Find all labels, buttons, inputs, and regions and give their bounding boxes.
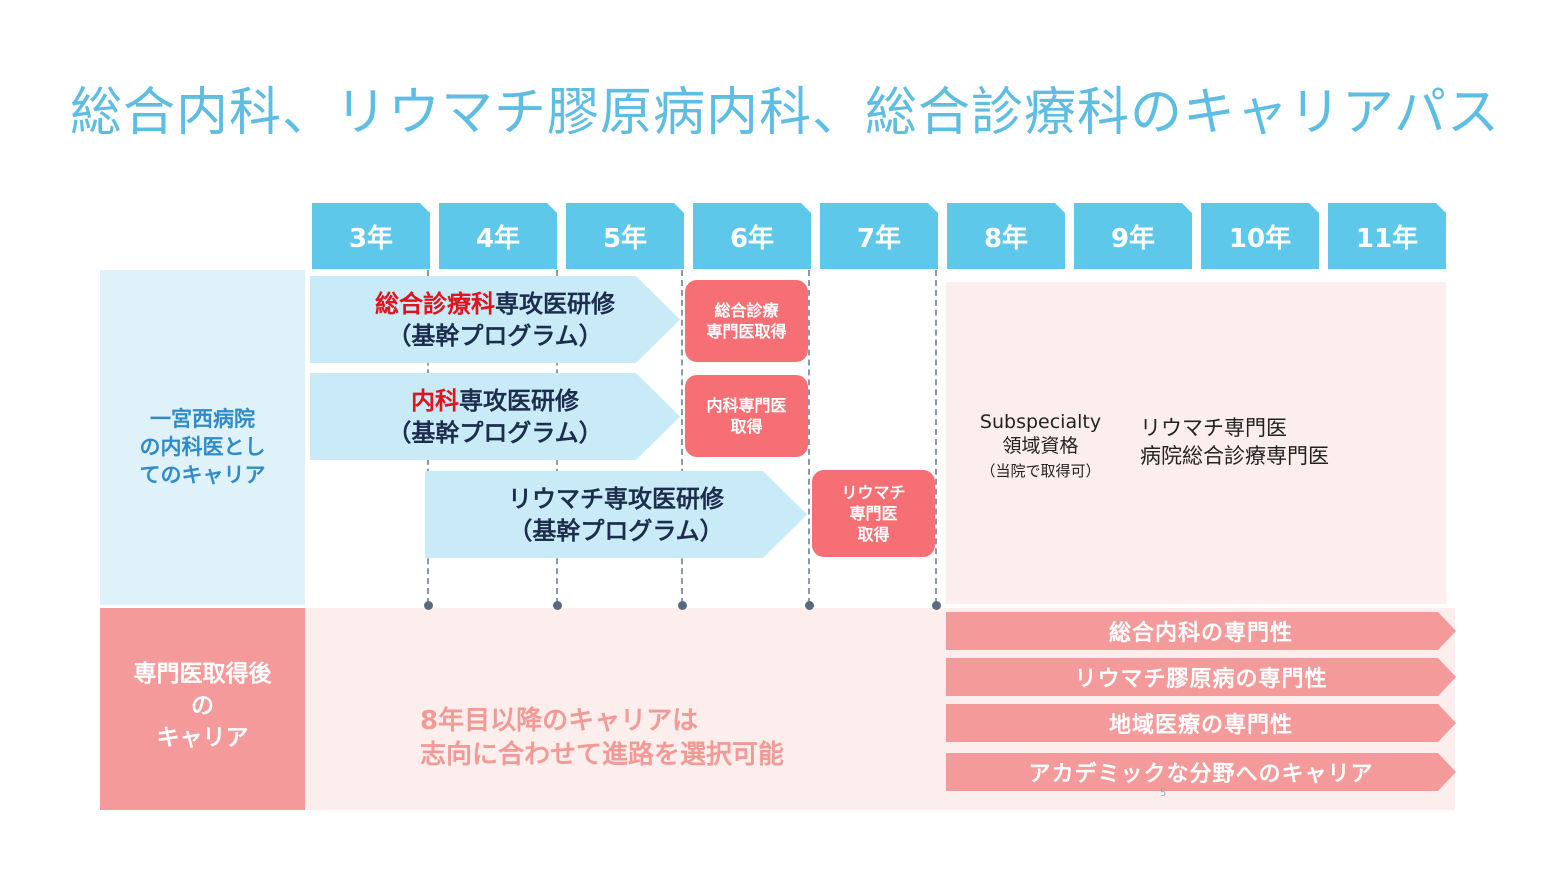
program-subtitle: （基幹プログラム） bbox=[387, 418, 603, 447]
year-header-3: 3年 bbox=[312, 203, 430, 269]
badge-line: 取得 bbox=[730, 417, 763, 436]
program-highlight: 内科 bbox=[411, 386, 459, 415]
badge-line: 専門医 bbox=[849, 504, 898, 523]
badge-line: 総合診療 bbox=[714, 301, 779, 320]
career-path-general-medicine: 総合内科の専門性 bbox=[946, 612, 1456, 650]
timeline-dot bbox=[805, 601, 814, 610]
badge-line: 取得 bbox=[857, 525, 890, 544]
career-path-rheumatology: リウマチ膠原病の専門性 bbox=[946, 658, 1456, 696]
hospital-career-label-line: てのキャリア bbox=[139, 463, 266, 487]
program-arrow-rheumatology: リウマチ専攻医研修 （基幹プログラム） bbox=[425, 471, 807, 558]
year-header-10: 10年 bbox=[1201, 203, 1319, 269]
year-header-5: 5年 bbox=[566, 203, 684, 269]
year-header-7: 7年 bbox=[820, 203, 938, 269]
post-cert-career-label: 専門医取得後 の キャリア bbox=[100, 658, 305, 754]
note-line: 8年目以降のキャリアは bbox=[420, 706, 699, 736]
program-arrow-internal-medicine: 内科専攻医研修 （基幹プログラム） bbox=[310, 373, 680, 460]
program-title-rest: リウマチ専攻医研修 bbox=[508, 484, 724, 513]
program-subtitle: （基幹プログラム） bbox=[508, 516, 724, 545]
subspecialty-block: Subspecialty 領域資格 （当院で取得可） bbox=[968, 410, 1113, 482]
year-header-9: 9年 bbox=[1074, 203, 1192, 269]
hospital-career-label-line: 一宮西病院 bbox=[150, 407, 255, 431]
year-header-4: 4年 bbox=[439, 203, 557, 269]
program-highlight: 総合診療科 bbox=[375, 289, 495, 318]
subspecialty-note: （当院で取得可） bbox=[980, 462, 1101, 480]
career-path-academic: アカデミックな分野へのキャリア bbox=[946, 753, 1456, 791]
career-in-hospital-panel bbox=[100, 270, 305, 605]
timeline-dot bbox=[678, 601, 687, 610]
note-line: 志向に合わせて進路を選択可能 bbox=[420, 740, 785, 770]
hospital-career-label: 一宮西病院 の内科医とし てのキャリア bbox=[100, 405, 305, 489]
certification-list: リウマチ専門医 病院総合診療専門医 bbox=[1140, 414, 1329, 470]
post-cert-label-line: の bbox=[191, 693, 214, 719]
program-title-rest: 専攻医研修 bbox=[459, 386, 579, 415]
career-choice-note: 8年目以降のキャリアは 志向に合わせて進路を選択可能 bbox=[420, 704, 784, 772]
timeline-dot bbox=[932, 601, 941, 610]
program-title: 内科専攻医研修 bbox=[411, 385, 579, 417]
badge-internal-medicine-cert: 内科専門医 取得 bbox=[685, 375, 808, 457]
hospital-career-label-line: の内科医とし bbox=[139, 435, 266, 459]
year-header-11: 11年 bbox=[1328, 203, 1446, 269]
badge-line: リウマチ bbox=[841, 483, 906, 502]
timeline-divider bbox=[681, 270, 683, 604]
subspecialty-panel bbox=[946, 282, 1446, 604]
timeline-divider bbox=[808, 270, 810, 604]
badge-line: 専門医取得 bbox=[706, 322, 787, 341]
post-cert-label-line: キャリア bbox=[156, 725, 249, 751]
post-cert-label-line: 専門医取得後 bbox=[133, 661, 272, 687]
timeline-dot bbox=[553, 601, 562, 610]
certification-item: 病院総合診療専門医 bbox=[1140, 444, 1329, 468]
program-subtitle: （基幹プログラム） bbox=[387, 321, 603, 350]
program-title-rest: 専攻医研修 bbox=[495, 289, 615, 318]
badge-rheumatology-cert: リウマチ 専門医 取得 bbox=[812, 470, 935, 557]
year-header-8: 8年 bbox=[947, 203, 1065, 269]
program-arrow-general-practice: 総合診療科専攻医研修 （基幹プログラム） bbox=[310, 276, 680, 363]
post-cert-label-panel bbox=[100, 608, 305, 810]
subspecialty-subtitle: 領域資格 bbox=[1002, 435, 1079, 457]
subspecialty-title: Subspecialty bbox=[979, 411, 1102, 433]
career-path-community-medicine: 地域医療の専門性 bbox=[946, 704, 1456, 742]
year-header-6: 6年 bbox=[693, 203, 811, 269]
program-title: リウマチ専攻医研修 bbox=[508, 483, 724, 515]
timeline-divider bbox=[935, 270, 937, 604]
certification-item: リウマチ専門医 bbox=[1140, 416, 1287, 440]
badge-line: 内科専門医 bbox=[706, 396, 787, 415]
page-number: 5 bbox=[1160, 788, 1167, 799]
badge-general-practice-cert: 総合診療 専門医取得 bbox=[685, 280, 808, 362]
program-title: 総合診療科専攻医研修 bbox=[375, 288, 615, 320]
page-title: 総合内科、リウマチ膠原病内科、総合診療科のキャリアパス bbox=[70, 83, 1500, 143]
timeline-dot bbox=[424, 601, 433, 610]
